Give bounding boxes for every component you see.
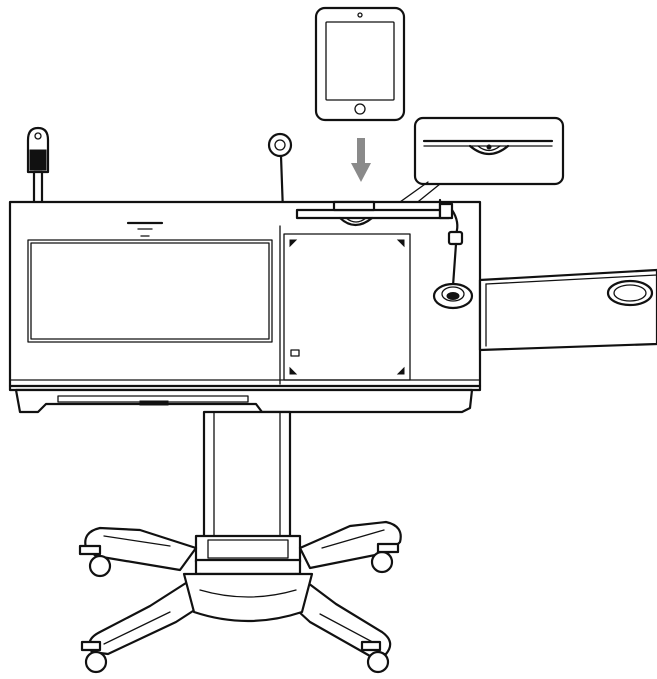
tablet-mount (295, 198, 454, 227)
callout-icon (371, 116, 565, 227)
caster-base-icon (78, 520, 402, 674)
lectern-body (8, 200, 482, 392)
column-icon (194, 410, 302, 576)
shelf-icon (478, 268, 657, 352)
under-tray (14, 388, 474, 414)
arrow-down-icon (351, 138, 371, 182)
tablet-icon (314, 6, 406, 122)
desk-microphone (432, 208, 474, 310)
